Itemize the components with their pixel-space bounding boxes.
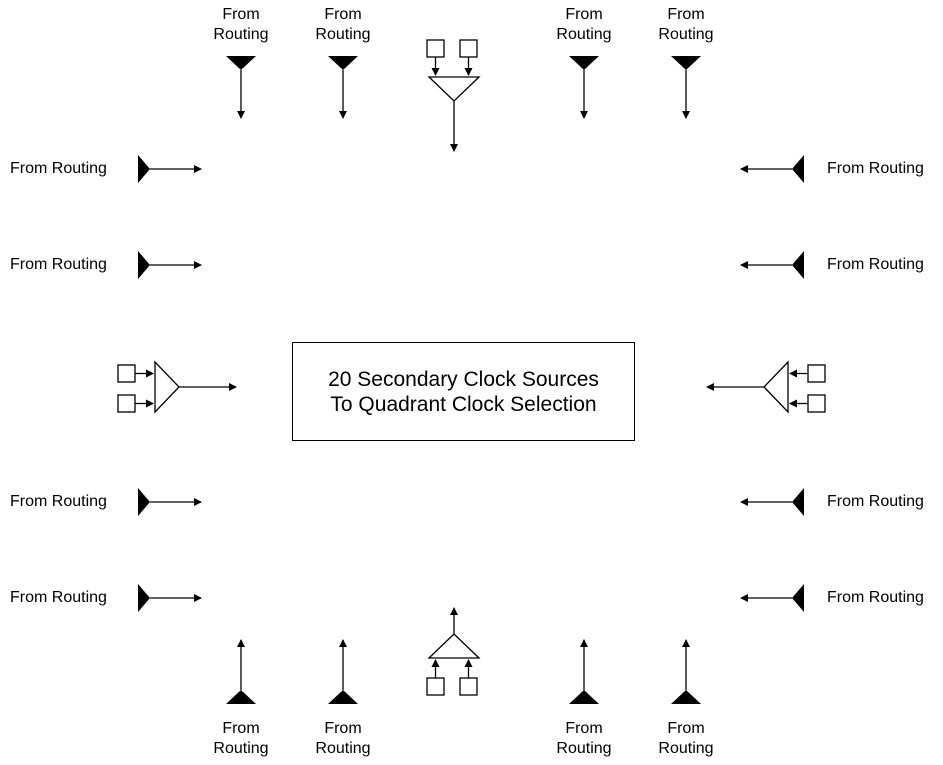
left-routing-input-4 xyxy=(138,584,202,612)
bottom-routing-input-2 xyxy=(328,639,358,704)
left-routing-label-4: From Routing xyxy=(10,589,107,606)
label-line-from: From xyxy=(667,6,705,23)
top-routing-label-2: From Routing xyxy=(313,5,373,45)
top-routing-label-1: From Routing xyxy=(211,5,271,45)
right-routing-label-4: From Routing xyxy=(827,589,924,606)
bottom-routing-label-1: From Routing xyxy=(211,719,271,759)
bottom-clock-buffer xyxy=(426,607,481,696)
label-line-routing: Routing xyxy=(213,26,269,43)
left-routing-label-1: From Routing xyxy=(10,160,107,177)
left-clock-buffer xyxy=(117,360,237,414)
bottom-routing-label-3: From Routing xyxy=(554,719,614,759)
left-routing-input-2 xyxy=(138,251,202,279)
left-routing-input-1 xyxy=(138,155,202,183)
right-routing-input-4 xyxy=(740,584,804,612)
left-routing-label-3: From Routing xyxy=(10,493,107,510)
label-line-from: From xyxy=(222,720,260,737)
label-line-routing: Routing xyxy=(658,740,714,757)
center-box-line2: To Quadrant Clock Selection xyxy=(330,392,597,416)
label-line-routing: Routing xyxy=(315,26,371,43)
top-routing-label-4: From Routing xyxy=(656,5,716,45)
bottom-routing-input-1 xyxy=(226,639,256,704)
top-clock-buffer xyxy=(426,39,481,152)
label-line-from: From xyxy=(324,720,362,737)
left-routing-input-3 xyxy=(138,488,202,516)
label-line-from: From xyxy=(667,720,705,737)
right-routing-input-1 xyxy=(740,155,804,183)
center-box-line1: 20 Secondary Clock Sources xyxy=(328,367,599,391)
top-routing-input-2 xyxy=(328,56,358,119)
right-routing-label-1: From Routing xyxy=(827,160,924,177)
right-routing-label-3: From Routing xyxy=(827,493,924,510)
label-line-routing: Routing xyxy=(556,26,612,43)
right-clock-buffer xyxy=(706,360,826,414)
secondary-clock-sources-box: 20 Secondary Clock Sources To Quadrant C… xyxy=(292,342,635,441)
bottom-routing-input-4 xyxy=(671,639,701,704)
left-routing-label-2: From Routing xyxy=(10,256,107,273)
right-routing-input-2 xyxy=(740,251,804,279)
bottom-routing-input-3 xyxy=(569,639,599,704)
right-routing-input-3 xyxy=(740,488,804,516)
label-line-from: From xyxy=(565,6,603,23)
bottom-routing-label-4: From Routing xyxy=(656,719,716,759)
top-routing-label-3: From Routing xyxy=(554,5,614,45)
label-line-routing: Routing xyxy=(556,740,612,757)
bottom-routing-label-2: From Routing xyxy=(313,719,373,759)
label-line-from: From xyxy=(565,720,603,737)
label-line-routing: Routing xyxy=(658,26,714,43)
label-line-from: From xyxy=(222,6,260,23)
label-line-routing: Routing xyxy=(213,740,269,757)
label-line-from: From xyxy=(324,6,362,23)
top-routing-input-3 xyxy=(569,56,599,119)
right-routing-label-2: From Routing xyxy=(827,256,924,273)
top-routing-input-4 xyxy=(671,56,701,119)
top-routing-input-1 xyxy=(226,56,256,119)
label-line-routing: Routing xyxy=(315,740,371,757)
